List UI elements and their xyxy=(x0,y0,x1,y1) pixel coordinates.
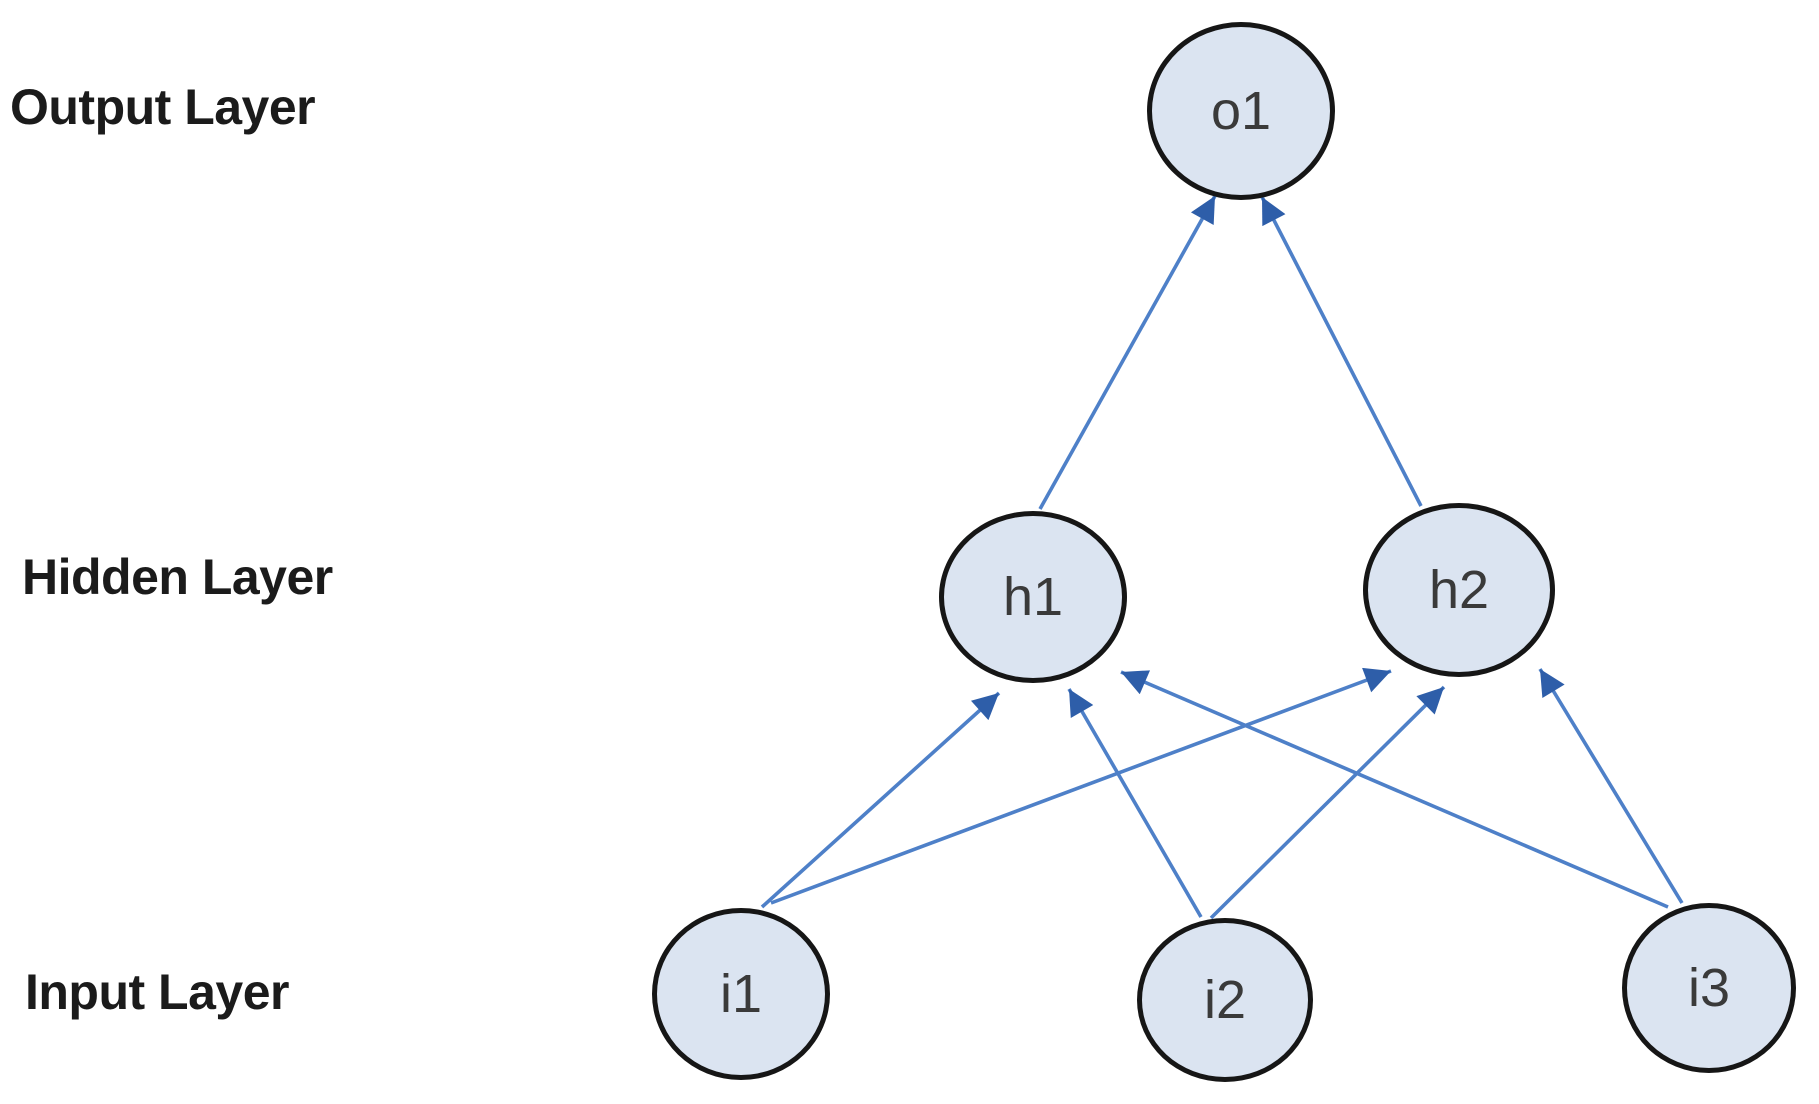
node-h1: h1 xyxy=(939,511,1127,683)
node-label-h1: h1 xyxy=(1002,567,1064,627)
node-label-h2: h2 xyxy=(1428,560,1490,620)
edge-h1-to-o1 xyxy=(1038,195,1217,510)
node-o1: o1 xyxy=(1147,22,1335,200)
node-i3: i3 xyxy=(1622,903,1796,1073)
node-h2: h2 xyxy=(1363,503,1555,677)
node-label-i3: i3 xyxy=(1687,958,1731,1018)
edge-i3-to-h2 xyxy=(1538,668,1684,904)
node-i1: i1 xyxy=(652,908,830,1080)
layer-label-input-layer: Input Layer xyxy=(25,964,289,1020)
layer-label-output-layer: Output Layer xyxy=(10,79,316,135)
node-label-i1: i1 xyxy=(719,964,763,1024)
edge-h2-to-o1 xyxy=(1260,196,1423,507)
edge-i1-to-h1 xyxy=(760,691,1001,909)
node-label-i2: i2 xyxy=(1203,970,1247,1030)
layer-label-hidden-layer: Hidden Layer xyxy=(22,549,333,605)
edge-i2-to-h1 xyxy=(1067,688,1203,918)
edge-i1-to-h2 xyxy=(770,667,1392,905)
node-label-o1: o1 xyxy=(1210,81,1272,141)
edge-i2-to-h2 xyxy=(1209,685,1446,920)
node-i2: i2 xyxy=(1137,918,1313,1082)
edge-i3-to-h1 xyxy=(1120,670,1669,909)
